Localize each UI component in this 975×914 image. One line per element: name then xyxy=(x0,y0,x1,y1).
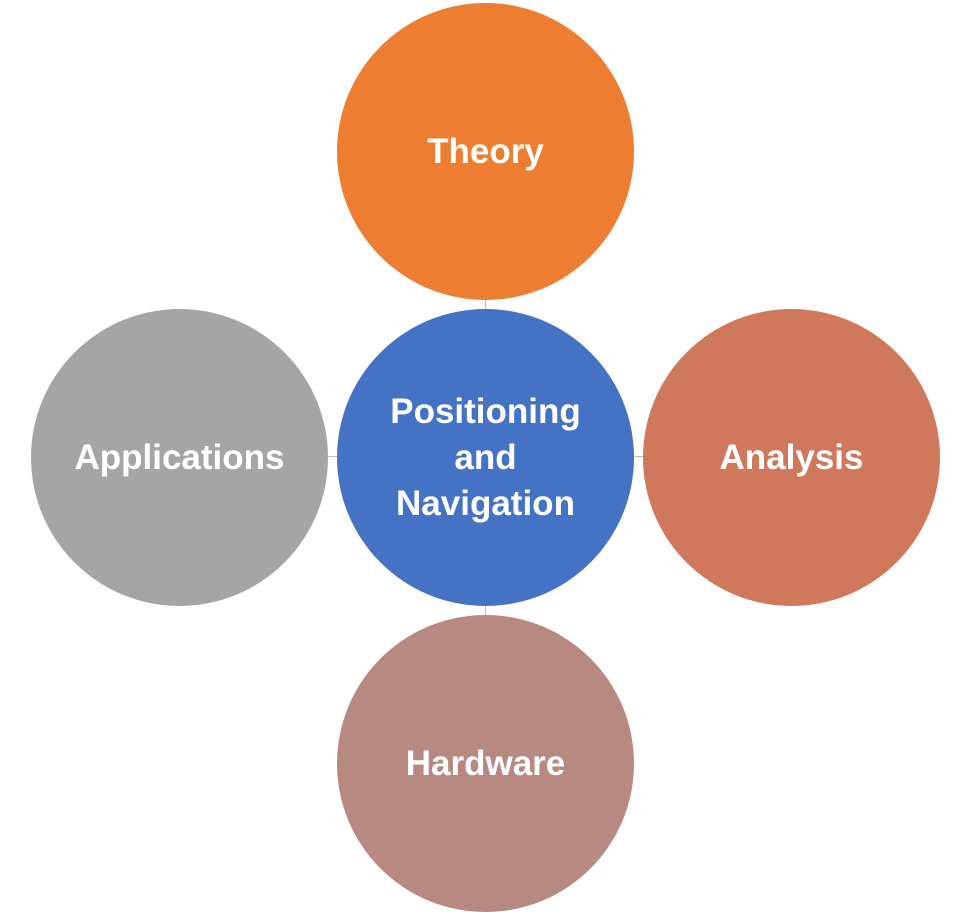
connector-bottom xyxy=(485,606,486,615)
node-theory-label: Theory xyxy=(427,131,544,171)
connector-top xyxy=(485,300,486,309)
connector-left xyxy=(328,456,337,457)
node-analysis-label: Analysis xyxy=(719,437,864,477)
center-node: Positioning and Navigation xyxy=(337,309,634,606)
connector-right xyxy=(634,456,643,457)
node-hardware-label: Hardware xyxy=(405,743,566,783)
node-hardware: Hardware xyxy=(337,615,634,912)
center-node-label: Positioning and Navigation xyxy=(390,391,581,523)
node-applications: Applications xyxy=(31,309,328,606)
node-theory: Theory xyxy=(337,3,634,300)
node-applications-label: Applications xyxy=(74,437,285,477)
node-analysis: Analysis xyxy=(643,309,940,606)
